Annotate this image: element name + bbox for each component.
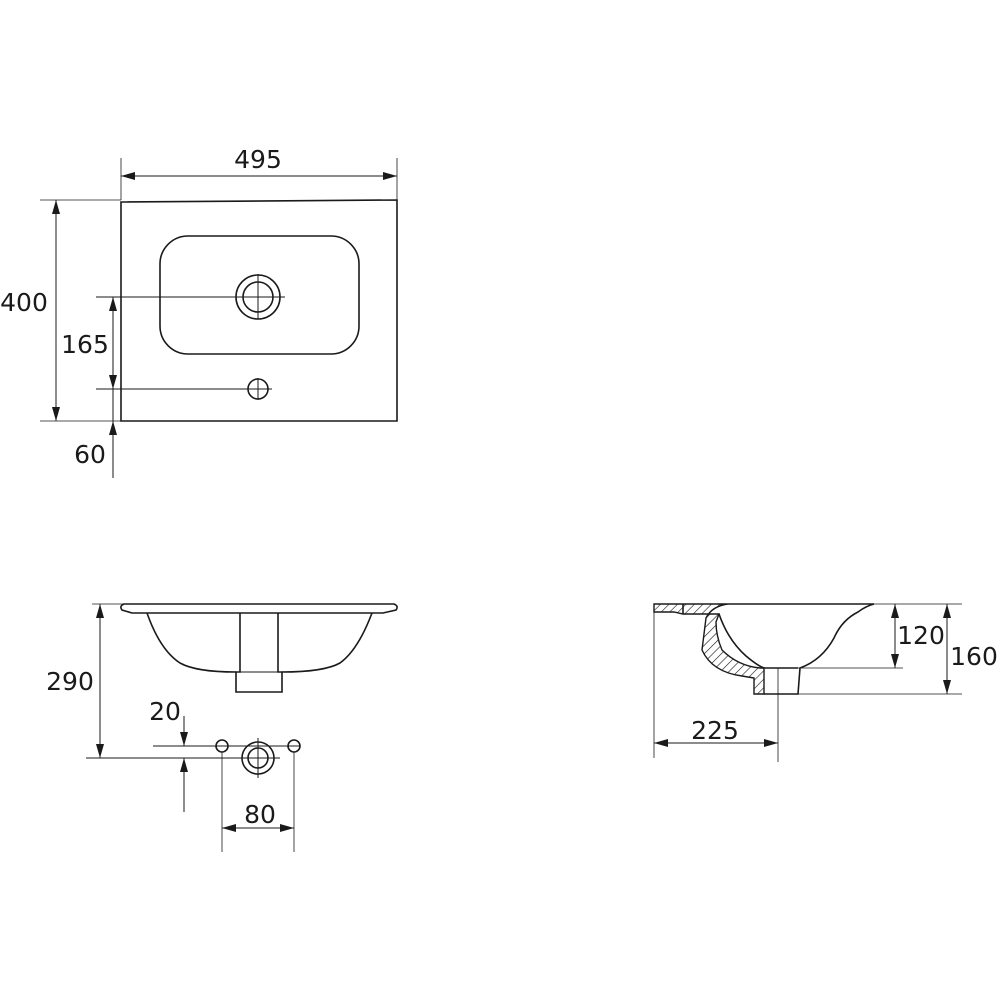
basin-section-side	[653, 603, 765, 695]
bowl-outline-top	[159, 235, 360, 355]
bowl-profile-side	[728, 603, 875, 695]
bowl-profile-front	[146, 612, 373, 673]
top-view: 495 400 165 60	[0, 145, 398, 478]
basin-rim-front	[120, 603, 398, 614]
dim-tap-to-waste: 165	[61, 330, 109, 359]
dim-side-total-height: 160	[950, 642, 998, 671]
dim-bracket-offset: 20	[149, 697, 181, 726]
dim-tap-offset: 60	[74, 440, 106, 469]
dim-front-drain-height: 290	[46, 667, 94, 696]
basin-outline-top	[120, 199, 398, 422]
waste-spigot-front	[235, 613, 283, 693]
dim-side-depth: 225	[691, 716, 739, 745]
dim-top-width: 495	[234, 145, 282, 174]
front-view: 290 20 80	[46, 603, 398, 852]
side-view: 225 120 160	[653, 603, 998, 762]
dim-top-depth: 400	[0, 288, 48, 317]
dim-side-drain-height: 120	[897, 621, 945, 650]
dim-bracket-spacing: 80	[244, 800, 276, 829]
